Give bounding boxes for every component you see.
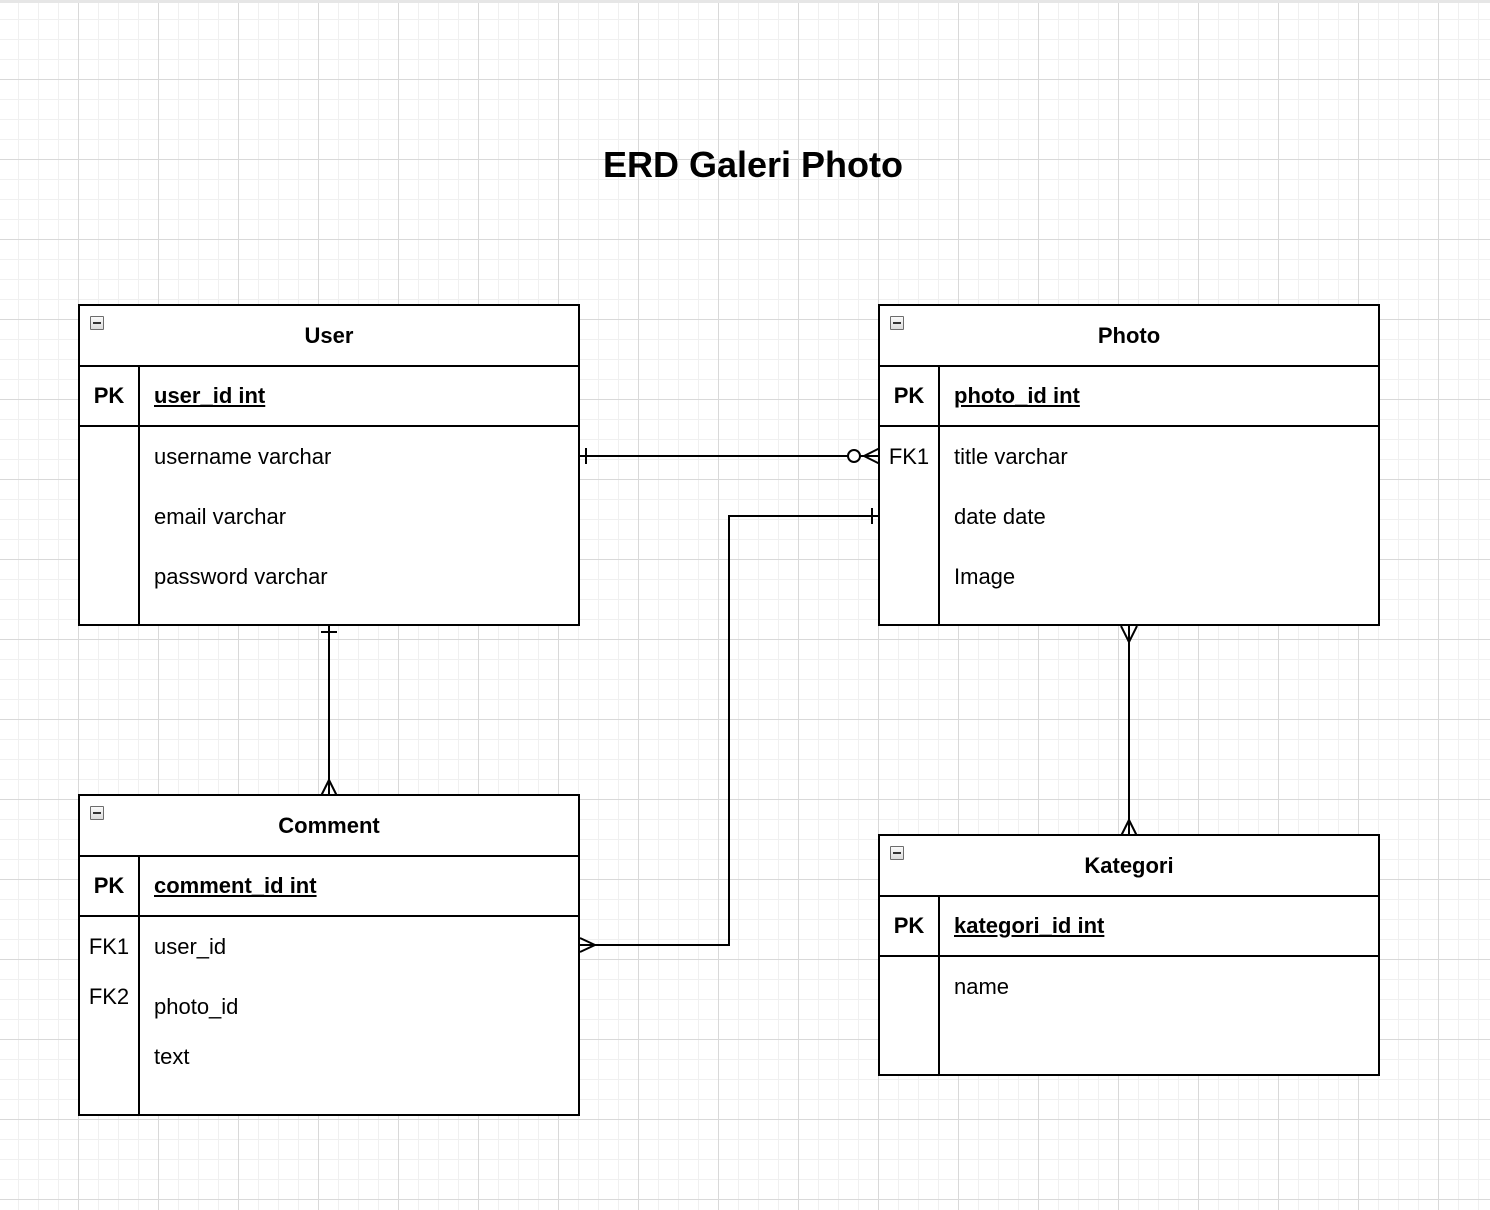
attribute: username varchar [154,444,332,469]
entity-header: Kategori [880,836,1378,897]
crowfoot-marker [1120,625,1130,643]
attribute: text [154,1044,190,1069]
entity-name: Photo [1097,323,1161,348]
crowfoot-marker [579,937,596,946]
pk-label: PK [93,873,125,898]
pk-row: PK photo_id int [880,367,1378,427]
pk-row: PK user_id int [80,367,578,427]
fk-label: FK2 [88,984,130,1009]
rel-photo-comment[interactable] [579,508,880,953]
attribute: date date [954,504,1046,529]
column-divider [938,367,940,624]
attribute: user_id [154,934,227,959]
rel-photo-kategori[interactable] [1120,625,1138,837]
attribute: photo_id [154,994,239,1019]
pk-field: user_id int [154,383,266,408]
entity-name: Kategori [1084,853,1174,878]
collapse-icon[interactable] [90,806,104,820]
attribute: name [954,974,1010,999]
pk-label: PK [893,383,925,408]
collapse-icon[interactable] [90,316,104,330]
entity-name: User [304,323,354,348]
attribute: title varchar [954,444,1068,469]
entity-photo[interactable]: Photo PK photo_id int FK1 title varchar … [878,304,1380,626]
crowfoot-marker [1120,819,1130,837]
zero-marker [847,449,861,463]
collapse-icon[interactable] [890,846,904,860]
pk-row: PK comment_id int [80,857,578,917]
fk-label: FK1 [88,934,130,959]
collapse-icon[interactable] [890,316,904,330]
rel-user-comment[interactable] [320,626,338,797]
crowfoot-marker [863,447,881,457]
column-divider [138,857,140,1114]
pk-field: photo_id int [954,383,1080,408]
pk-label: PK [93,383,125,408]
attribute: password varchar [154,564,328,589]
entity-user[interactable]: User PK user_id int username varchar ema… [78,304,580,626]
top-border [0,0,1490,3]
entity-comment[interactable]: Comment PK comment_id int FK1 FK2 user_i… [78,794,580,1116]
crowfoot-marker [320,779,330,797]
column-divider [138,367,140,624]
pk-field: comment_id int [154,873,317,898]
attribute: email varchar [154,504,287,529]
entity-header: Comment [80,796,578,857]
diagram-title: ERD Galeri Photo [602,144,904,185]
entity-kategori[interactable]: Kategori PK kategori_id int name [878,834,1380,1076]
attribute: Image [954,564,1016,589]
column-divider [938,897,940,1074]
rel-user-photo[interactable] [580,447,881,465]
pk-row: PK kategori_id int [880,897,1378,957]
pk-label: PK [893,913,925,938]
entity-header: Photo [880,306,1378,367]
entity-name: Comment [278,813,380,838]
pk-field: kategori_id int [954,913,1105,938]
fk-label: FK1 [888,444,930,469]
entity-header: User [80,306,578,367]
